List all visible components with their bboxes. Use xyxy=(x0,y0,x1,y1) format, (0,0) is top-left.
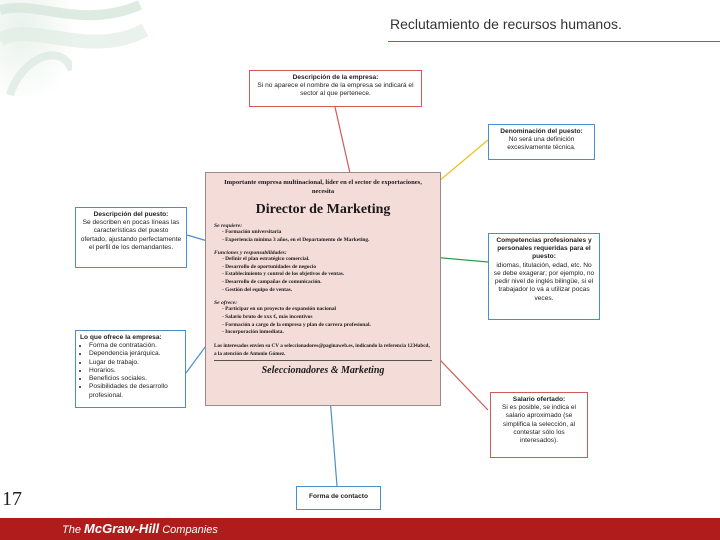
callout-job-name: Denominación del puesto: No será una def… xyxy=(488,124,595,160)
callout-job-description-title: Descripción del puesto: xyxy=(93,211,169,218)
callout-competencies: Competencias profesionales y personales … xyxy=(488,233,600,320)
callout-job-name-title: Denominación del puesto: xyxy=(500,128,583,135)
ad-function-line: - Gestión del equipo de ventas. xyxy=(222,287,293,294)
callout-job-description: Descripción del puesto: Se describen en … xyxy=(75,207,187,268)
callout-competencies-text: idiomas, titulación, edad, etc. No se de… xyxy=(493,261,595,302)
callout-company-offer: Lo que ofrece la empresa: Forma de contr… xyxy=(75,330,186,408)
list-item: Posibilidades de desarrollo profesional. xyxy=(89,383,181,399)
logo-brand: McGraw-Hill xyxy=(84,521,160,536)
ad-function-line: - Establecimiento y control de los objet… xyxy=(222,271,345,278)
ad-function-line: - Desarrollo de campañas de comunicación… xyxy=(222,279,322,286)
callout-company-offer-title: Lo que ofrece la empresa: xyxy=(80,334,162,341)
logo-suffix: Companies xyxy=(162,524,218,536)
footer-bar: The McGraw-Hill Companies xyxy=(0,518,720,540)
callout-salary-text: Si es posible, se indica el salario apro… xyxy=(501,404,577,445)
ad-signature: Seleccionadores & Marketing xyxy=(261,364,385,376)
ad-function-line: - Definir el plan estratégico comercial. xyxy=(222,255,310,262)
callout-company-title: Descripción de la empresa: xyxy=(292,74,379,81)
callout-company: Descripción de la empresa: Si no aparece… xyxy=(249,70,422,107)
arrow-company xyxy=(334,106,355,184)
ad-requirement-line: - Formación universitaria xyxy=(222,229,282,236)
callout-contact-title: Forma de contacto xyxy=(309,493,368,500)
ad-closing: Los interesados envíen su CV a seleccion… xyxy=(214,343,430,357)
list-item: Dependencia jerárquica. xyxy=(89,350,181,358)
ad-offer-line: - Salario bruto de xxx €, más incentivos xyxy=(222,313,313,320)
ad-functions-title: Funciones y responsabilidades: xyxy=(214,249,287,256)
slide-title: Reclutamiento de recursos humanos. xyxy=(390,16,622,32)
callout-salary-title: Salario ofertado: xyxy=(512,396,566,403)
ad-offer-line: - Participar en un proyecto de expansión… xyxy=(222,305,337,312)
list-item: Horarios. xyxy=(89,367,181,375)
ad-offer-line: - Formación a cargo de la empresa y plan… xyxy=(222,321,371,328)
publisher-logo: The McGraw-Hill Companies xyxy=(62,521,218,536)
list-item: Forma de contratación. xyxy=(89,342,181,350)
list-item: Lugar de trabajo. xyxy=(89,359,181,367)
ad-title: Director de Marketing xyxy=(255,202,391,218)
ad-offer-title: Se ofrece: xyxy=(214,299,238,306)
corner-swirl-decoration xyxy=(0,0,150,100)
job-advertisement: Importante empresa multinacional, líder … xyxy=(205,172,441,406)
ad-requirement-line: - Experiencia mínima 3 años, en el Depar… xyxy=(222,236,370,243)
ad-header: Importante empresa multinacional, líder … xyxy=(224,179,422,195)
callout-competencies-title: Competencias profesionales y personales … xyxy=(496,237,592,261)
callout-contact: Forma de contacto xyxy=(296,486,381,510)
callout-salary: Salario ofertado: Si es posible, se indi… xyxy=(490,392,588,458)
ad-offer-line: - Incorporación inmediata. xyxy=(222,329,284,336)
page-number: 17 xyxy=(2,488,22,510)
ad-function-line: - Desarrollo de oportunidades de negocio xyxy=(222,263,317,270)
ad-divider xyxy=(214,359,432,361)
list-item: Beneficios sociales. xyxy=(89,375,181,383)
callout-company-text: Si no aparece el nombre de la empresa se… xyxy=(257,82,414,98)
callout-job-description-label: Se describen en pocas xyxy=(82,219,150,227)
callout-job-name-text: No será una definición excesivamente téc… xyxy=(507,136,576,152)
callout-job-description-text: líneas las características del puesto of… xyxy=(80,219,182,251)
callout-company-offer-list: Forma de contratación. Dependencia jerár… xyxy=(80,342,181,400)
ad-requirements-title: Se requiere: xyxy=(214,223,243,230)
title-underline xyxy=(388,41,720,42)
logo-prefix: The xyxy=(62,524,81,536)
